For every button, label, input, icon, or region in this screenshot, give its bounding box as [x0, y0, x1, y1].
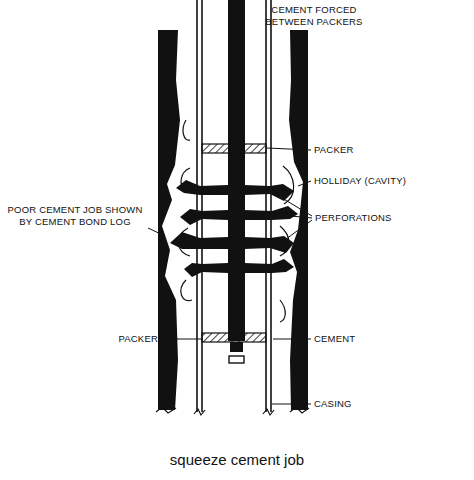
casing — [197, 0, 271, 412]
break-mark — [194, 409, 205, 415]
break-marks — [156, 407, 309, 415]
tubing-label: CEMENT FORCED BETWEEN PACKERS — [262, 4, 366, 28]
part-label: CASING — [314, 398, 352, 410]
casing-wall — [270, 0, 272, 412]
leader-lines — [148, 148, 312, 404]
part-label: PERFORATIONS — [315, 212, 392, 224]
break-mark — [156, 407, 176, 413]
lower-packer — [202, 333, 266, 342]
left-wall — [158, 30, 180, 410]
leader-line — [282, 220, 312, 242]
leader-line — [148, 228, 165, 236]
leader-line — [273, 339, 311, 340]
leader-line — [272, 404, 311, 405]
leader-line — [267, 148, 311, 150]
part-label: CEMENT — [314, 333, 355, 345]
figure-caption: squeeze cement job — [0, 451, 474, 468]
break-mark — [263, 409, 274, 415]
tail-pipe — [230, 342, 243, 352]
perforations — [170, 180, 298, 277]
note-label: POOR CEMENT JOB SHOWN BY CEMENT BOND LOG — [2, 204, 148, 228]
casing-wall — [196, 0, 198, 412]
leader-line — [298, 181, 311, 186]
cavity-outline — [280, 300, 285, 322]
part-label: HOLLIDAY (CAVITY) — [314, 175, 406, 187]
casing-wall — [201, 0, 203, 412]
leader-line — [160, 339, 202, 340]
casing-wall — [265, 0, 267, 412]
break-mark — [290, 407, 309, 413]
tubing — [228, 0, 245, 341]
upper-packer — [202, 144, 266, 153]
perforation-jet — [176, 180, 294, 201]
part-label: PACKER — [314, 144, 354, 156]
right-wall — [289, 30, 308, 410]
part-label: PACKER — [110, 333, 158, 345]
cavity-outline — [181, 280, 192, 301]
tail-plug — [229, 356, 244, 363]
leader-line — [280, 215, 312, 218]
leader-line — [272, 192, 312, 216]
cavity-outline — [183, 120, 190, 140]
perforation-jet — [170, 232, 294, 253]
perforation-jet — [184, 259, 294, 277]
